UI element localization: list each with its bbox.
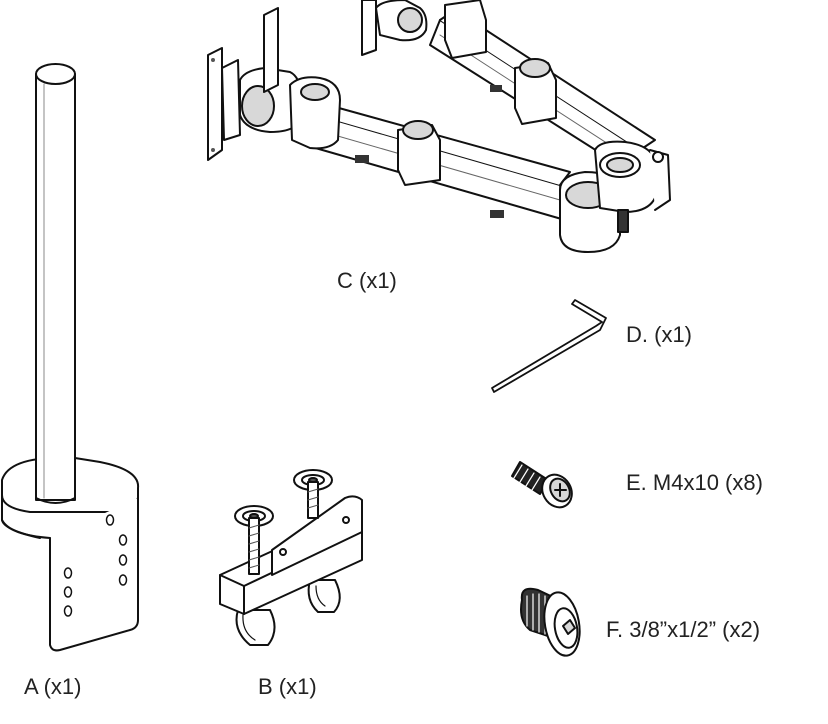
part-d-label: D. (x1) [626,322,692,347]
part-a-label: A (x1) [24,674,82,699]
part-a-pole-icon [1,63,140,652]
part-f-bolt-icon [520,587,581,657]
part-b-clamp-icon [219,469,363,646]
part-f-label: F. 3/8”x1/2” (x2) [606,617,761,642]
part-e-label: E. M4x10 (x8) [626,470,763,495]
part-e-screw-icon [511,461,573,509]
part-b-label: B (x1) [258,674,317,699]
part-c-label: C (x1) [337,268,397,293]
part-d-allen-key-icon [491,299,607,393]
part-c-monitor-arm-icon [207,0,671,253]
